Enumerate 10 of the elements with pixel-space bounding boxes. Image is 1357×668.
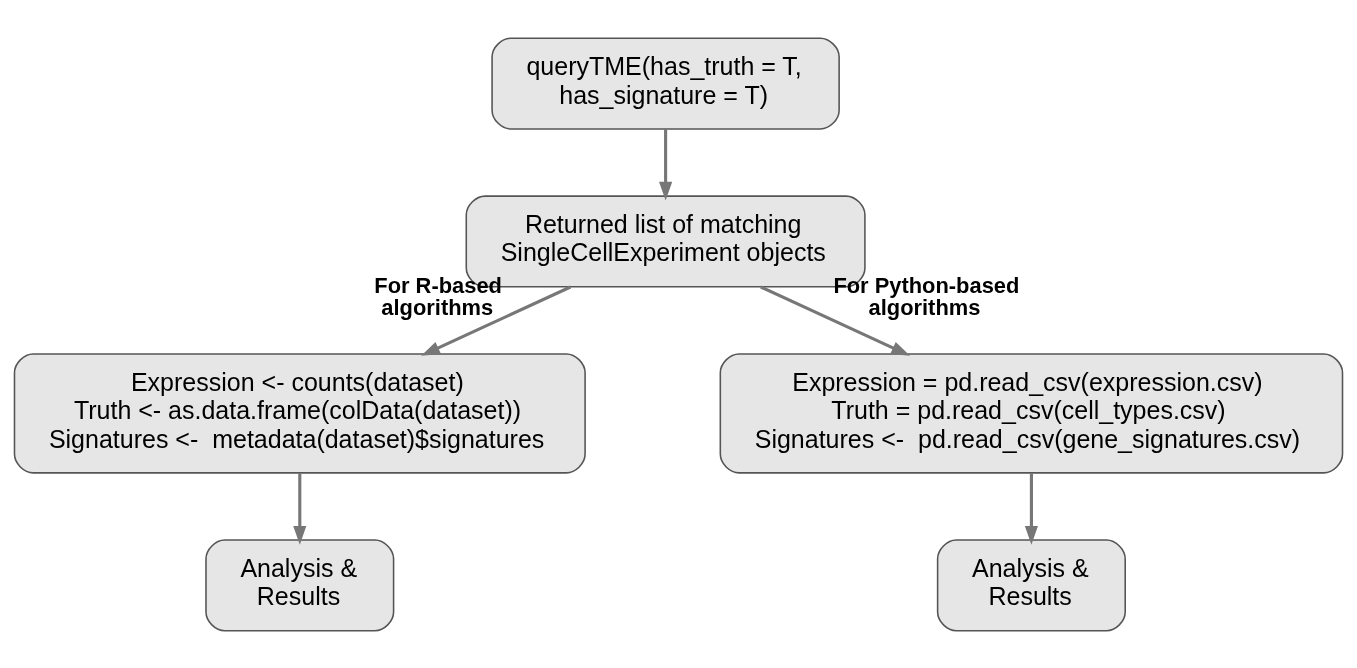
node-box: Expression <- counts(dataset) Truth <- as.data.frame(colData(dataset)) Signatures <- metadata(dataset)$signatures xyxy=(13,352,586,474)
node-box: Analysis & Results xyxy=(936,538,1126,632)
arrow xyxy=(1024,472,1038,545)
node-box: Expression = pd.read_csv(expression.csv) Truth = pd.read_csv(cell_types.csv) Signatures <- pd.read_csv(gene_signatures.csv) xyxy=(719,352,1344,474)
arrow xyxy=(760,285,911,356)
arrow xyxy=(293,472,307,545)
arrow xyxy=(659,128,673,201)
arrow xyxy=(421,285,572,356)
node-box: Analysis & Results xyxy=(205,538,395,632)
node-box: queryTME(has_truth = T, has_signature = T) xyxy=(491,36,840,130)
